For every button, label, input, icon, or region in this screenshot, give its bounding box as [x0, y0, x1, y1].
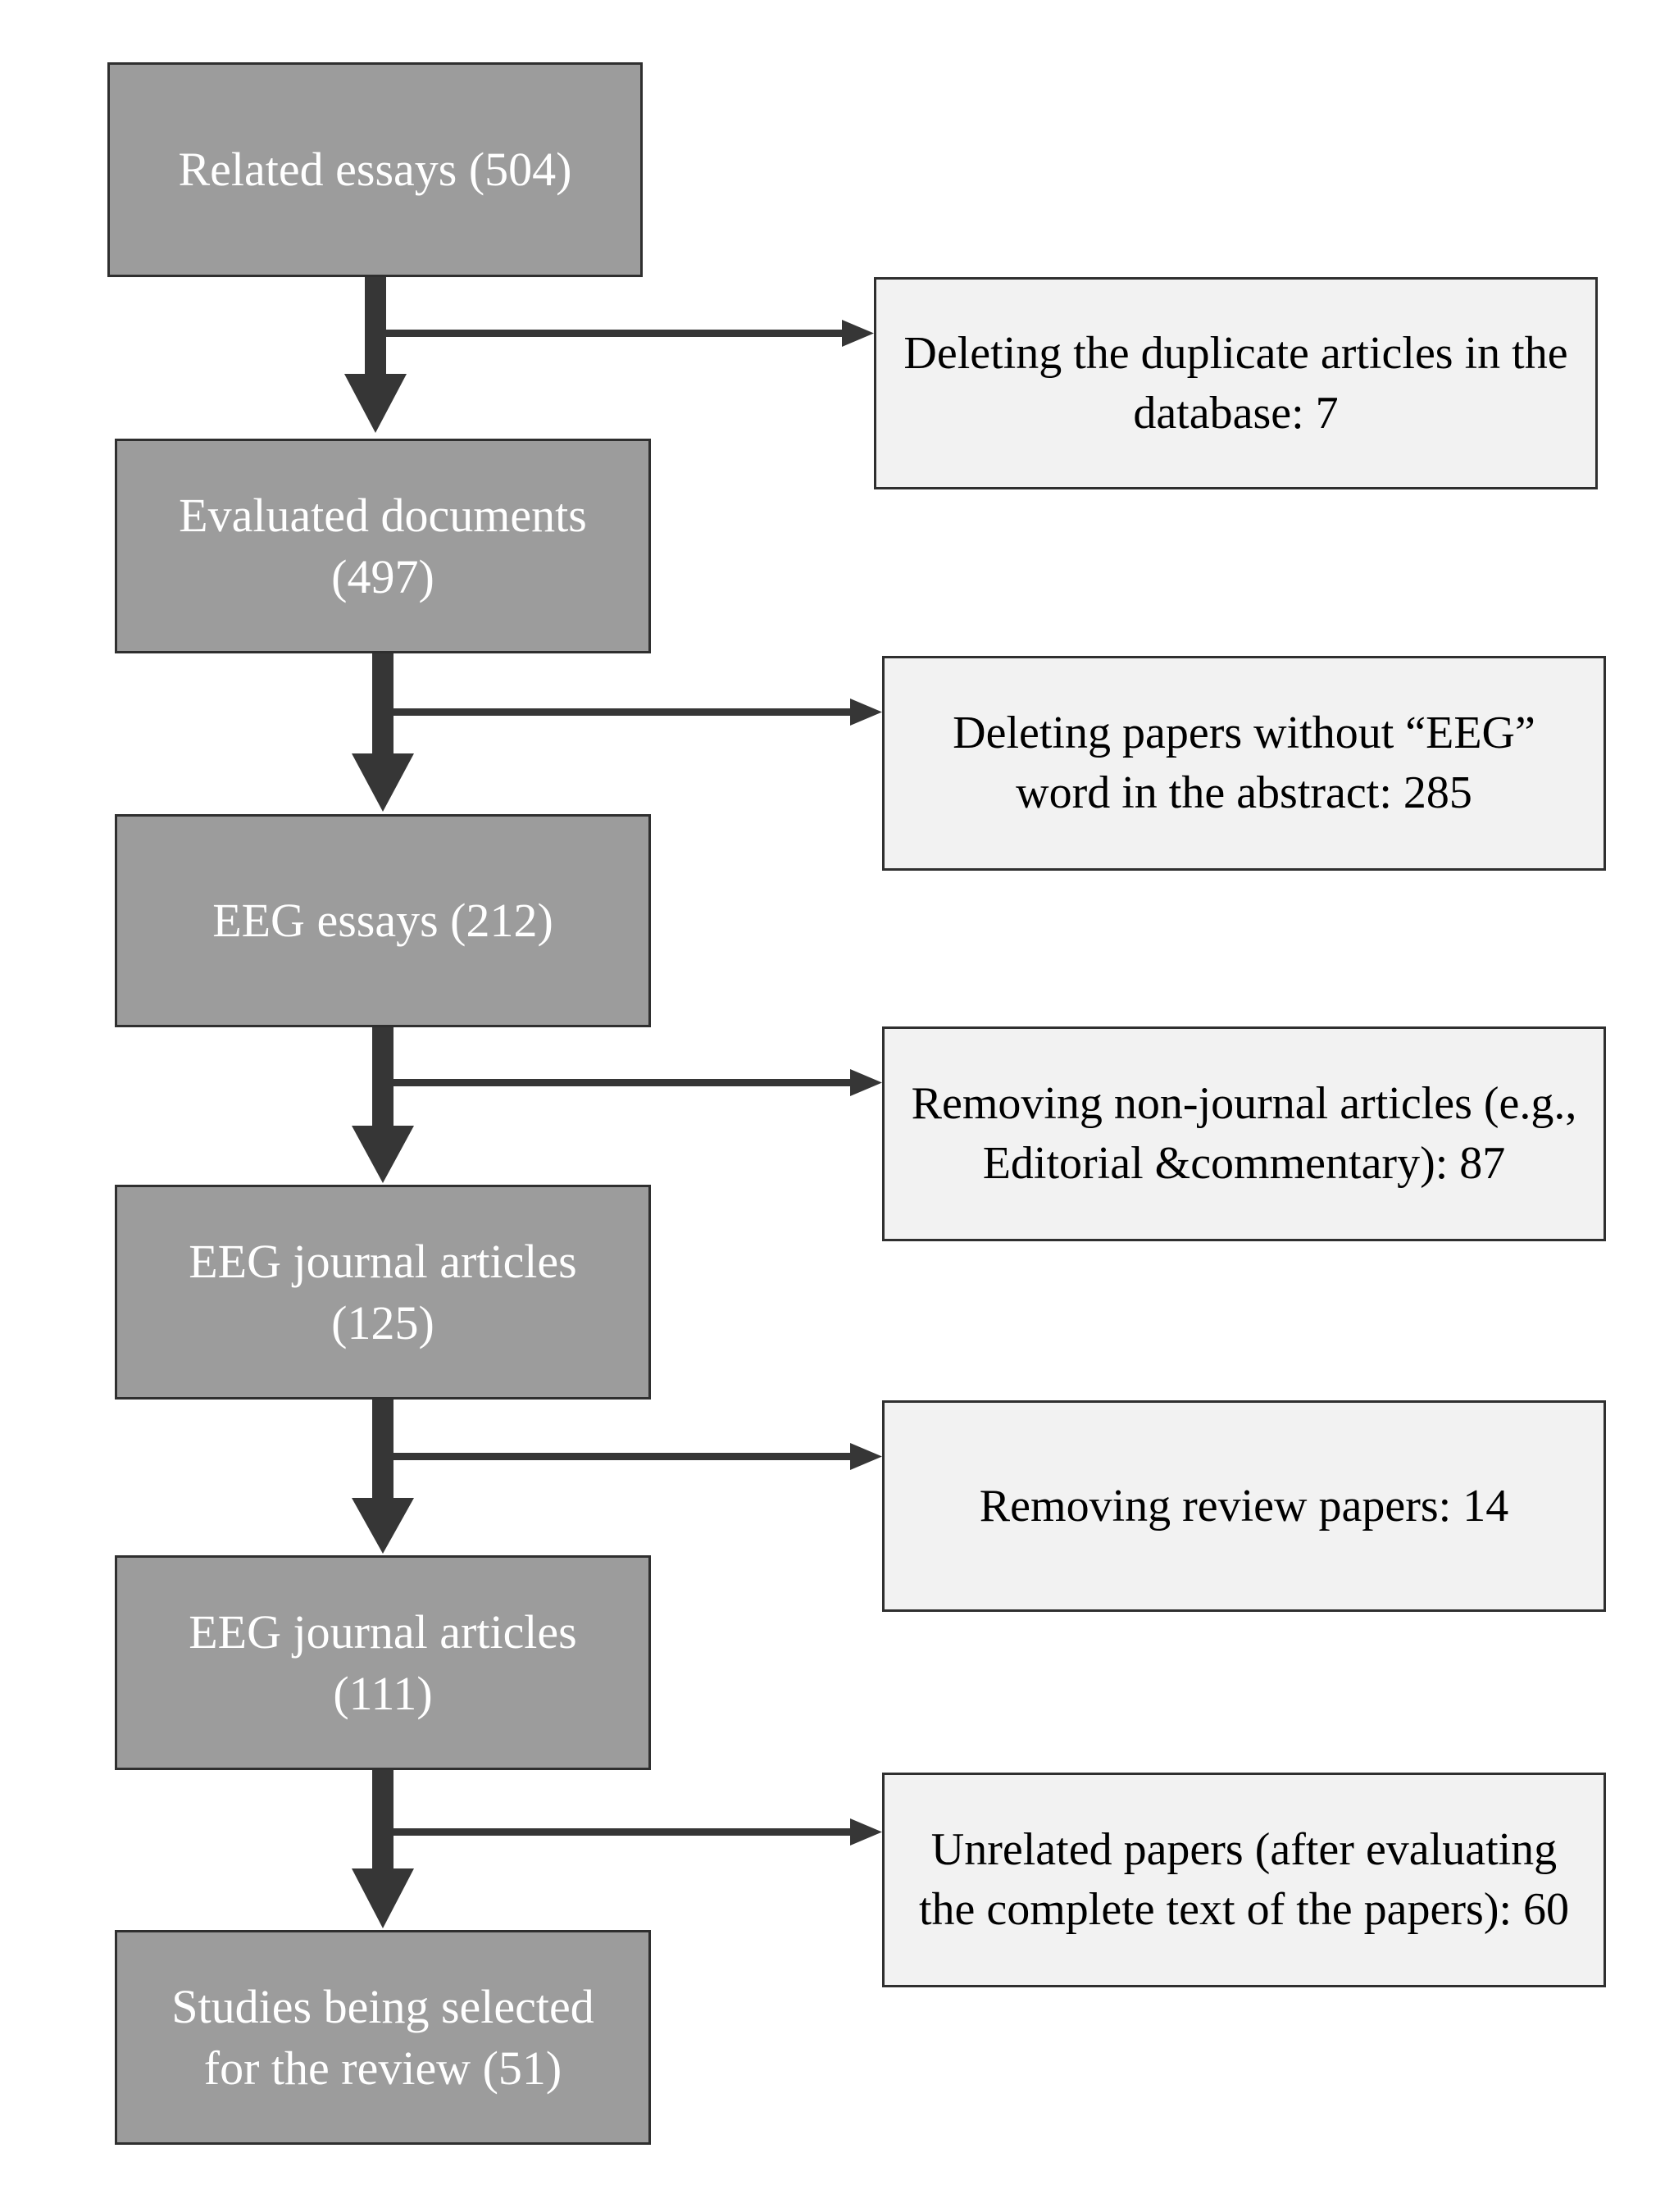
side-arrow-3: [393, 1069, 882, 1096]
step-label: Studies being selected for the review (5…: [171, 1979, 594, 2095]
exclusion-box-unrelated: Unrelated papers (after evaluating the c…: [882, 1773, 1606, 1987]
exclusion-box-review-papers: Removing review papers: 14: [882, 1400, 1606, 1612]
step-label: Related essays (504): [178, 143, 572, 197]
side-arrow-4: [393, 1443, 882, 1470]
step-label: EEG essays (212): [212, 894, 553, 948]
step-box-eeg-essays: EEG essays (212): [115, 814, 651, 1027]
step-label: Evaluated documents (497): [179, 488, 587, 603]
side-arrow-1: [386, 320, 874, 347]
exclusion-label: Unrelated papers (after evaluating the c…: [918, 1824, 1570, 1935]
step-box-related-essays: Related essays (504): [107, 62, 643, 277]
exclusion-box-no-eeg-abstract: Deleting papers without “EEG” word in th…: [882, 656, 1606, 871]
exclusion-box-non-journal: Removing non-journal articles (e.g., Edi…: [882, 1026, 1606, 1241]
step-box-eeg-journal-articles-125: EEG journal articles (125): [115, 1185, 651, 1400]
side-arrow-2: [393, 699, 882, 726]
step-box-eeg-journal-articles-111: EEG journal articles (111): [115, 1555, 651, 1770]
down-arrow-1: [344, 277, 407, 433]
exclusion-label: Deleting the duplicate articles in the d…: [903, 327, 1568, 439]
side-arrow-5: [393, 1818, 882, 1846]
down-arrow-2: [352, 653, 414, 812]
exclusion-label: Removing non-journal articles (e.g., Edi…: [911, 1078, 1577, 1189]
down-arrow-4: [352, 1400, 414, 1554]
exclusion-label: Deleting papers without “EEG” word in th…: [953, 708, 1535, 818]
exclusion-box-duplicates: Deleting the duplicate articles in the d…: [874, 277, 1598, 489]
step-label: EEG journal articles (111): [189, 1604, 577, 1720]
exclusion-label: Removing review papers: 14: [979, 1480, 1509, 1532]
step-label: EEG journal articles (125): [189, 1234, 577, 1350]
down-arrow-3: [352, 1027, 414, 1183]
step-box-selected-studies: Studies being selected for the review (5…: [115, 1930, 651, 2145]
down-arrow-5: [352, 1770, 414, 1928]
step-box-evaluated-documents: Evaluated documents (497): [115, 439, 651, 653]
